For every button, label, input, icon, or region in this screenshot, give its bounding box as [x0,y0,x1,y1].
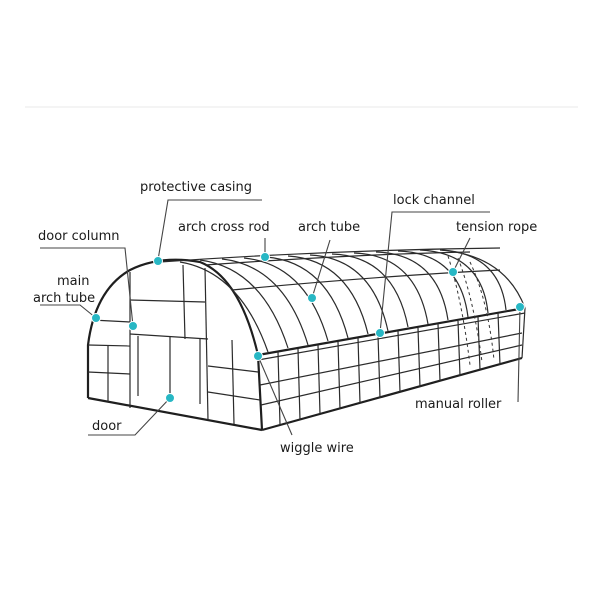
purlin-1 [204,251,471,266]
dot-main-arch-tube [91,313,101,323]
dot-arch-tube [307,293,317,303]
side-rail-2 [260,344,523,406]
leader-main-arch-tube [40,304,97,319]
door-frame [137,336,201,404]
eave-line [257,306,526,357]
label-wiggle-wire: wiggle wire [280,441,354,456]
leader-lines [40,199,521,436]
dot-lock-channel [375,328,385,338]
label-arch-cross-rod: arch cross rod [178,220,270,235]
dot-tension-rope [448,267,458,277]
callout-labels: protective casing arch cross rod arch tu… [33,180,537,456]
purlin-2 [231,269,501,291]
label-door: door [92,419,122,434]
tension-rope-2 [457,257,483,363]
back-post [521,307,526,359]
back-arch [439,249,526,309]
leader-protective-casing [157,199,262,261]
front-base [87,396,263,432]
leader-lock-channel [379,211,490,334]
label-lock-channel: lock channel [393,193,475,208]
dot-door-column [128,321,138,331]
dot-protective-casing [153,256,163,266]
label-door-column: door column [38,229,120,244]
leader-manual-roller [517,306,521,403]
eave-line-2 [257,312,526,361]
leader-wiggle-wire [257,355,293,436]
ridge-line [159,247,501,263]
dot-door [165,393,175,403]
label-tension-rope: tension rope [456,220,537,235]
label-arch-tube: arch tube [298,220,360,235]
side-rail-1 [259,332,523,386]
leader-arch-tube [311,239,331,299]
label-protective-casing: protective casing [140,180,252,195]
roof-arches [179,249,507,353]
label-manual-roller: manual roller [415,397,502,412]
label-main-arch-tube-line1: main [57,274,89,289]
leader-door [88,397,171,436]
side-wall-posts [277,312,501,426]
side-base [261,356,523,432]
dot-arch-cross-rod [260,252,270,262]
callout-dots [91,252,525,403]
dot-wiggle-wire [253,351,263,361]
tension-rope-1 [447,255,471,366]
front-arch-outline [86,258,264,431]
dot-manual-roller [515,302,525,312]
leader-door-column [40,247,134,327]
label-main-arch-tube-line2: arch tube [33,291,95,306]
leader-tension-rope [452,237,471,273]
